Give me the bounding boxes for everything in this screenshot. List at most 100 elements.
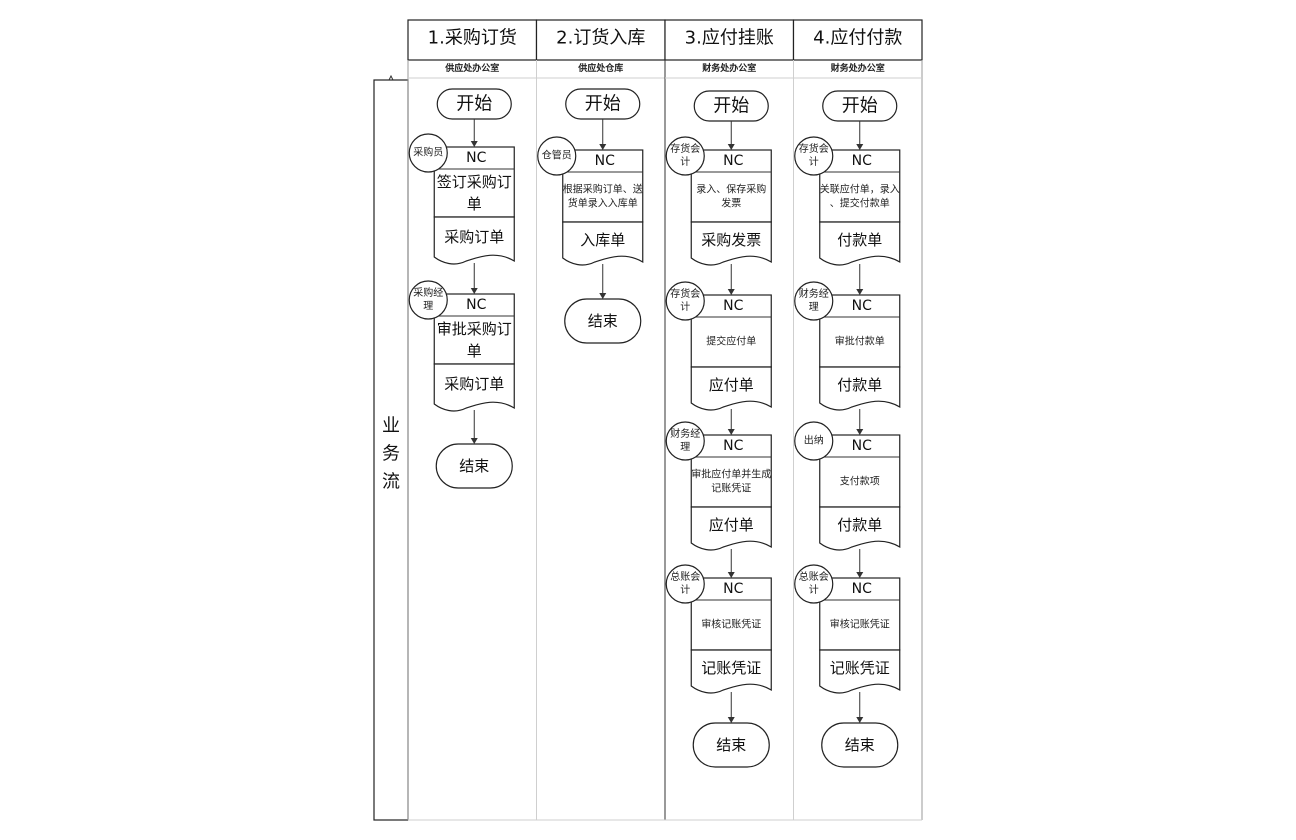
phase-header-2 — [535, 19, 666, 61]
start-label-3: 开始 — [713, 96, 749, 117]
role-label: 出纳 — [804, 434, 824, 447]
role-circle-4-2 — [794, 281, 834, 321]
start-label-4: 开始 — [842, 96, 878, 117]
start-label-2: 开始 — [585, 94, 621, 115]
flow-arrow-4-1-head — [856, 144, 864, 150]
document-label: 付款单 — [837, 376, 882, 394]
system-label: NC — [852, 153, 872, 169]
document-label: 记账凭证 — [701, 659, 761, 677]
role-circle-1-2 — [408, 280, 448, 320]
side-label: 业务流 — [382, 416, 400, 493]
role-label: 仓管员 — [542, 149, 572, 162]
document-shape-2-1 — [562, 221, 644, 266]
flow-arrow-end-4-head — [856, 717, 864, 723]
role-circle-3-1 — [665, 136, 705, 176]
action-text: 审核记账凭证 — [830, 618, 890, 631]
document-label: 应付单 — [709, 516, 754, 534]
system-label: NC — [723, 153, 743, 169]
document-shape-1-2 — [433, 363, 515, 412]
phase-header-3 — [664, 19, 795, 61]
action-text: 关联应付单，录入、提交付款单 — [820, 183, 900, 210]
role-circle-1-1 — [408, 133, 448, 173]
role-circle-4-3 — [794, 421, 834, 461]
end-terminator-4 — [821, 722, 899, 768]
action-text: 审核记账凭证 — [701, 618, 761, 631]
phase-title-3: 3.应付挂账 — [685, 28, 774, 49]
flow-arrow-4-2-head — [856, 289, 864, 295]
process-box-1-1 — [433, 146, 515, 218]
flow-arrow-end-1-head — [470, 438, 478, 444]
document-label: 记账凭证 — [830, 659, 890, 677]
department-label-3: 财务处办公室 — [701, 62, 756, 74]
document-label: 采购订单 — [444, 228, 504, 246]
document-label: 入库单 — [580, 231, 625, 249]
flow-arrow-end-3-head — [727, 717, 735, 723]
flow-arrow-end-2-head — [599, 293, 607, 299]
role-label: 采购经理 — [413, 286, 443, 312]
phase-header-1 — [407, 19, 538, 61]
action-text: 录入、保存采购发票 — [696, 183, 766, 210]
phase-header-4 — [792, 19, 923, 61]
document-label: 应付单 — [709, 376, 754, 394]
document-label: 付款单 — [837, 516, 882, 534]
role-circle-4-1 — [794, 136, 834, 176]
action-text: 根据采购订单、送货单录入入库单 — [563, 183, 643, 210]
side-label-mark — [388, 74, 394, 81]
flow-arrow-4-3-head — [856, 429, 864, 435]
end-terminator-3 — [692, 722, 770, 768]
document-label: 付款单 — [837, 231, 882, 249]
process-box-3-3 — [690, 434, 772, 508]
role-label: 采购员 — [413, 146, 443, 159]
flow-arrow-2-1-head — [599, 144, 607, 150]
flow-arrow-1-2-head — [470, 288, 478, 294]
document-label: 采购订单 — [444, 375, 504, 393]
process-box-1-2 — [433, 293, 515, 365]
document-shape-1-1 — [433, 216, 515, 265]
flow-arrow-1-1-head — [470, 141, 478, 147]
role-circle-3-4 — [665, 564, 705, 604]
flow-arrow-3-2-head — [727, 289, 735, 295]
role-label: 总账会计 — [799, 570, 829, 596]
process-box-4-4 — [819, 577, 901, 651]
system-label: NC — [595, 153, 615, 169]
department-label-2: 供应处仓库 — [577, 62, 623, 74]
document-shape-3-4 — [690, 649, 772, 694]
system-label: NC — [852, 581, 872, 597]
action-text: 审批付款单 — [835, 335, 885, 348]
end-label-3: 结束 — [716, 736, 746, 754]
system-label: NC — [852, 438, 872, 454]
department-label-1: 供应处办公室 — [444, 62, 499, 74]
phase-title-2: 2.订货入库 — [556, 28, 645, 49]
role-circle-2-1 — [537, 136, 577, 176]
end-label-4: 结束 — [845, 736, 875, 754]
action-text: 审批应付单并生成记账凭证 — [691, 468, 771, 495]
system-label: NC — [723, 581, 743, 597]
document-shape-4-3 — [819, 506, 901, 551]
end-terminator-1 — [435, 443, 513, 489]
start-label-1: 开始 — [456, 94, 492, 115]
document-shape-3-3 — [690, 506, 772, 551]
end-label-1: 结束 — [459, 457, 489, 475]
role-circle-3-3 — [665, 421, 705, 461]
department-label-4: 财务处办公室 — [830, 62, 885, 74]
flow-arrow-3-3-head — [727, 429, 735, 435]
phase-title-4: 4.应付付款 — [813, 28, 902, 49]
process-box-2-1 — [562, 149, 644, 223]
process-box-3-1 — [690, 149, 772, 223]
system-label: NC — [852, 298, 872, 314]
action-text: 支付款项 — [840, 475, 880, 488]
system-label: NC — [466, 150, 486, 166]
role-label: 存货会计 — [799, 142, 829, 168]
action-text: 审批采购订单 — [437, 320, 512, 360]
end-label-2: 结束 — [588, 312, 618, 330]
action-text: 签订采购订单 — [437, 173, 512, 213]
document-shape-3-2 — [690, 366, 772, 411]
flow-arrow-4-4-head — [856, 572, 864, 578]
role-label: 总账会计 — [670, 570, 700, 596]
flow-arrow-3-4-head — [727, 572, 735, 578]
flow-arrow-3-1-head — [727, 144, 735, 150]
end-terminator-2 — [564, 298, 642, 344]
document-shape-4-2 — [819, 366, 901, 411]
side-label-box — [373, 79, 409, 821]
